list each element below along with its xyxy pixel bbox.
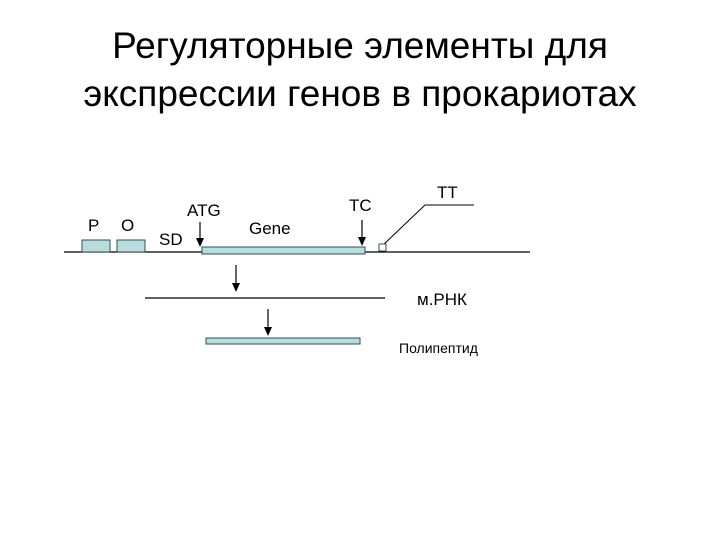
start-codon-label: ATG — [187, 201, 221, 220]
operator-box — [116, 239, 146, 253]
terminator-box — [378, 243, 387, 252]
promoter-label: P — [88, 216, 100, 235]
transcription-arrowhead — [232, 283, 240, 292]
title-line-2: экспрессии генов в прокариотах — [83, 73, 637, 114]
polypeptide-bar — [205, 337, 361, 345]
polypeptide-label: Полипептид — [399, 340, 478, 356]
stop-codon-label: TC — [349, 196, 372, 215]
terminator-pointer — [381, 204, 426, 247]
stop-codon-arrowhead — [358, 237, 366, 246]
mrna-label: м.РНК — [417, 290, 467, 309]
title-line-1: Регуляторные элементы для — [112, 25, 608, 66]
operator-label: O — [121, 216, 135, 235]
gene-label: Gene — [249, 219, 291, 238]
translation-arrowhead — [264, 327, 272, 336]
terminator-label: TT — [437, 183, 458, 202]
shine-dalgarno-label: SD — [159, 230, 183, 249]
gene-box — [201, 246, 366, 255]
start-codon-arrowhead — [196, 238, 204, 247]
promoter-box — [81, 239, 111, 253]
slide-title: Регуляторные элементы для экспрессии ген… — [0, 22, 720, 118]
